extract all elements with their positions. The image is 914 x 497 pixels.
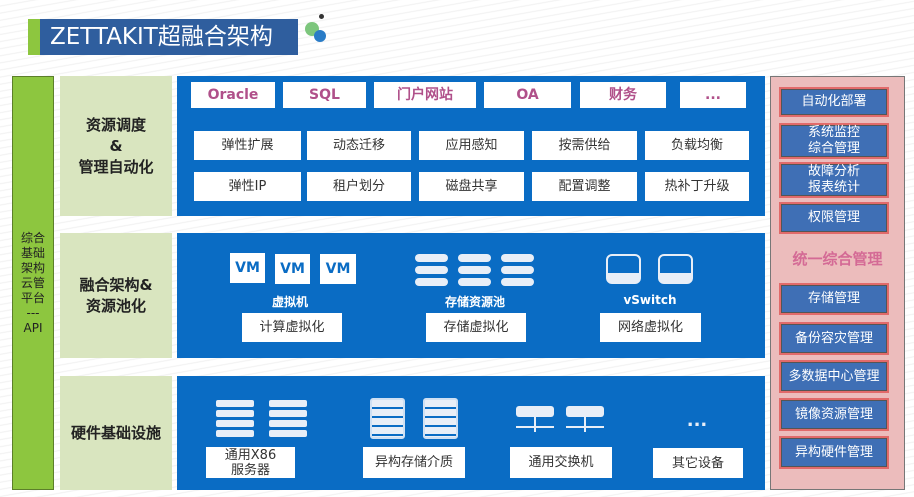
- cloud-platform-api-column: 综合 基础 架构 云管 平台 --- API: [12, 76, 54, 490]
- mgmt-label: 故障分析 报表统计: [807, 164, 860, 195]
- page-title: ZETTAKIT超融合架构: [40, 19, 298, 55]
- storage-media-icon: [423, 398, 458, 439]
- vswitch-caption: vSwitch: [623, 293, 677, 307]
- mgmt-fault-analysis: 故障分析 报表统计: [779, 162, 889, 198]
- switch-icon: [658, 254, 693, 284]
- row-label-text: 融合架构& 资源池化: [79, 275, 153, 315]
- row-label-convergence: 融合架构& 资源池化: [60, 233, 172, 358]
- vm-icon: VM: [230, 253, 265, 283]
- cloud-platform-label: 综合 基础 架构 云管 平台 --- API: [20, 230, 45, 335]
- app-sql: SQL: [283, 82, 366, 108]
- storage-media-icon: [370, 398, 405, 439]
- app-oa: OA: [484, 82, 571, 108]
- feature-box: 按需供给: [532, 131, 637, 160]
- hardware-switch: 通用交换机: [510, 447, 612, 478]
- app-more: ...: [680, 82, 746, 108]
- feature-box: 配置调整: [532, 172, 637, 201]
- storage-virtualization-box: 存储虚拟化: [426, 313, 526, 342]
- row-label-hardware: 硬件基础设施: [60, 376, 172, 490]
- row-label-scheduling: 资源调度 & 管理自动化: [60, 76, 172, 216]
- feature-box: 弹性扩展: [194, 131, 301, 160]
- feature-box: 动态迁移: [307, 131, 411, 160]
- feature-box: 负载均衡: [645, 131, 749, 160]
- network-virtualization-box: 网络虚拟化: [600, 313, 701, 342]
- feature-box: 应用感知: [419, 131, 524, 160]
- mgmt-multi-datacenter: 多数据中心管理: [779, 360, 889, 393]
- hardware-label: 通用X86 服务器: [224, 447, 277, 478]
- hardware-x86-server: 通用X86 服务器: [206, 447, 295, 478]
- vm-icon: VM: [275, 254, 310, 284]
- app-oracle: Oracle: [191, 82, 275, 108]
- row-label-text: 硬件基础设施: [70, 423, 161, 442]
- feature-box: 热补丁升级: [645, 172, 749, 201]
- mgmt-storage: 存储管理: [779, 283, 889, 315]
- unified-management-title: 统一综合管理: [792, 250, 883, 268]
- title-accent: [28, 19, 40, 55]
- row-label-text: 资源调度 & 管理自动化: [78, 115, 154, 176]
- mgmt-label: 权限管理: [807, 210, 860, 225]
- switch-icon: [606, 254, 641, 284]
- feature-box: 磁盘共享: [419, 172, 524, 201]
- hardware-storage-media: 异构存储介质: [363, 447, 465, 478]
- decor-dot: [319, 14, 324, 19]
- decor-dot: [314, 30, 326, 42]
- compute-virtualization-box: 计算虚拟化: [242, 313, 342, 342]
- mgmt-permissions: 权限管理: [779, 202, 889, 234]
- app-finance: 财务: [580, 82, 666, 108]
- mgmt-image-resources: 镜像资源管理: [779, 398, 889, 431]
- feature-box: 租户划分: [307, 172, 411, 201]
- mgmt-heterogeneous-hardware: 异构硬件管理: [779, 436, 889, 469]
- mgmt-backup-dr: 备份容灾管理: [779, 322, 889, 355]
- hardware-other: 其它设备: [653, 448, 743, 478]
- network-switch-icon: [516, 406, 554, 432]
- mgmt-label: 自动化部署: [801, 94, 867, 109]
- feature-box: 弹性IP: [194, 172, 301, 201]
- network-switch-icon: [566, 406, 604, 432]
- storage-pool-caption: 存储资源池: [444, 295, 505, 309]
- mgmt-monitoring: 系统监控 综合管理: [779, 123, 889, 159]
- vm-icon: VM: [320, 254, 356, 284]
- mgmt-label: 系统监控 综合管理: [807, 125, 860, 156]
- mgmt-auto-deploy: 自动化部署: [779, 87, 889, 117]
- more-devices-icon: ...: [686, 410, 708, 431]
- vm-caption: 虚拟机: [271, 295, 308, 309]
- app-portal: 门户网站: [374, 82, 476, 108]
